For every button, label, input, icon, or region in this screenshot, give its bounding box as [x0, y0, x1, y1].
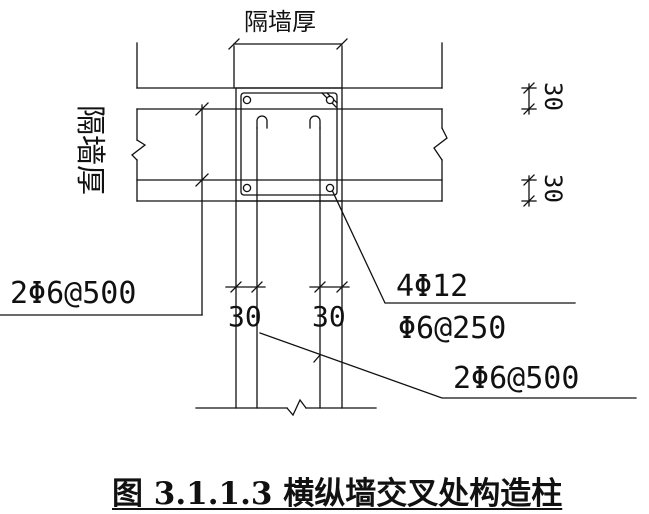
wall-end-lines-top — [136, 42, 443, 89]
column-main-bars — [242, 95, 335, 193]
figure-caption: 图 3.1.1.3 横纵墙交叉处构造柱 — [112, 476, 563, 512]
top-thickness-dimension — [228, 38, 348, 50]
label-wall-thickness-left: 隔墙厚 — [72, 105, 107, 195]
label-wall-thickness-top: 隔墙厚 — [244, 8, 316, 36]
label-tie-bottom: 2Φ6@500 — [453, 361, 579, 396]
bottom-break-line — [195, 398, 377, 417]
left-thickness-dimension — [0, 102, 209, 316]
horizontal-wall-lines — [136, 87, 443, 202]
partition-wall-lines — [235, 200, 343, 409]
constructional-column — [235, 87, 343, 202]
label-dim-30-lower: 30 — [539, 174, 567, 203]
label-tie-left: 2Φ6@500 — [10, 276, 136, 311]
leader-lines — [259, 189, 637, 399]
wall-break-right — [433, 108, 448, 202]
partition-tie-bars — [256, 115, 321, 202]
column-stirrup — [240, 92, 338, 196]
label-dim-30-left: 30 — [228, 300, 262, 333]
right-dimensions — [521, 82, 537, 207]
wall-break-left — [131, 108, 147, 202]
bottom-dimensions — [225, 281, 350, 293]
label-column-stirrups: Φ6@250 — [398, 311, 506, 346]
label-column-main-bars: 4Φ12 — [396, 269, 468, 304]
label-dim-30-right: 30 — [312, 300, 346, 333]
label-dim-30-upper: 30 — [539, 82, 567, 111]
